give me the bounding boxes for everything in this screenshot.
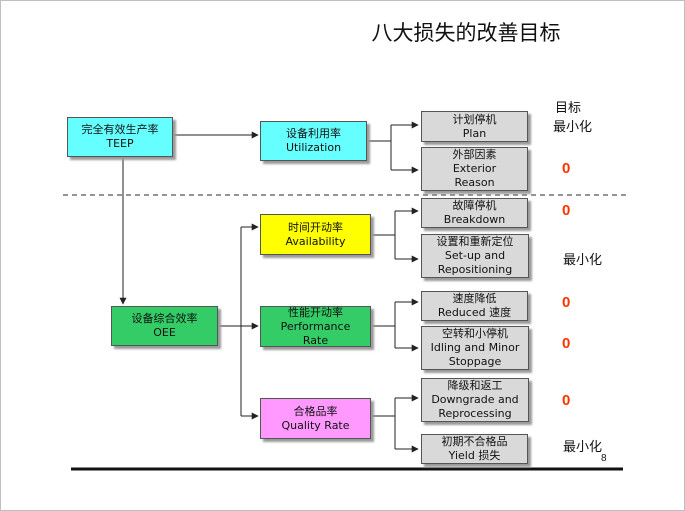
plan-loss-box: 计划停机 Plan bbox=[421, 111, 528, 142]
teep-box: 完全有效生产率 TEEP bbox=[67, 117, 173, 157]
oee-box: 设备综合效率 OEE bbox=[111, 306, 218, 346]
oee-en: OEE bbox=[153, 326, 176, 339]
target-setup: 最小化 bbox=[563, 253, 603, 268]
availability-box: 时间开动率 Availability bbox=[260, 214, 371, 255]
utilization-box: 设备利用率 Utilization bbox=[260, 121, 367, 161]
target-idling: 0 bbox=[562, 335, 571, 352]
utilization-cn: 设备利用率 bbox=[286, 127, 341, 140]
reduced-en: Reduced 速度 bbox=[437, 306, 512, 319]
target-yield: 最小化 bbox=[563, 440, 603, 455]
target-reduced: 0 bbox=[562, 294, 571, 311]
reduced-cn: 速度降低 bbox=[452, 292, 497, 305]
breakdown-loss-box: 故障停机 Breakdown bbox=[421, 198, 528, 228]
quality-box: 合格品率 Quality Rate bbox=[260, 398, 371, 439]
availability-en: Availability bbox=[285, 234, 346, 248]
reduced-speed-loss-box: 速度降低 Reduced 速度 bbox=[421, 291, 528, 321]
target-exterior: 0 bbox=[562, 160, 571, 177]
page-title: 八大损失的改善目标 bbox=[371, 21, 561, 45]
performance-en2: Rate bbox=[302, 333, 329, 347]
yield-en: Yield 损失 bbox=[448, 449, 501, 462]
idling-loss-box: 空转和小停机 Idling and Minor Stoppage bbox=[421, 326, 529, 370]
breakdown-cn: 故障停机 bbox=[452, 199, 497, 212]
plan-cn: 计划停机 bbox=[452, 112, 497, 126]
breakdown-en: Breakdown bbox=[443, 213, 506, 226]
utilization-en: Utilization bbox=[285, 141, 342, 154]
exterior-en1: Exterior bbox=[452, 162, 497, 175]
quality-cn: 合格品率 bbox=[293, 404, 338, 418]
performance-box: 性能开动率 Performance Rate bbox=[260, 306, 371, 347]
target-breakdown: 0 bbox=[562, 202, 571, 219]
exterior-en2: Reason bbox=[454, 176, 495, 189]
teep-cn: 完全有效生产率 bbox=[81, 123, 159, 136]
oee-cn: 设备综合效率 bbox=[131, 312, 198, 325]
setup-cn: 设置和重新定位 bbox=[436, 235, 514, 248]
performance-cn: 性能开动率 bbox=[288, 305, 343, 319]
idling-en2: Stoppage bbox=[448, 355, 502, 368]
performance-en1: Performance bbox=[280, 319, 351, 333]
setup-en1: Set-up and bbox=[444, 249, 506, 262]
page-number: 8 bbox=[601, 453, 607, 464]
setup-en2: Repositioning bbox=[437, 263, 513, 276]
quality-en: Quality Rate bbox=[281, 418, 350, 432]
teep-en: TEEP bbox=[106, 137, 134, 150]
target-header-2: 最小化 bbox=[553, 120, 593, 135]
setup-loss-box: 设置和重新定位 Set-up and Repositioning bbox=[421, 234, 529, 278]
idling-cn: 空转和小停机 bbox=[442, 327, 508, 340]
target-header-1: 目标 bbox=[555, 101, 582, 116]
exterior-cn: 外部因素 bbox=[452, 148, 497, 161]
yield-cn: 初期不合格品 bbox=[441, 435, 508, 448]
availability-cn: 时间开动率 bbox=[288, 220, 343, 234]
plan-en: Plan bbox=[462, 126, 487, 140]
downgrade-cn: 降级和返工 bbox=[447, 379, 503, 392]
exterior-loss-box: 外部因素 Exterior Reason bbox=[421, 147, 528, 191]
downgrade-en1: Downgrade and bbox=[431, 393, 519, 406]
yield-loss-box: 初期不合格品 Yield 损失 bbox=[421, 434, 528, 464]
downgrade-en2: Reprocessing bbox=[438, 407, 512, 420]
downgrade-loss-box: 降级和返工 Downgrade and Reprocessing bbox=[421, 378, 529, 422]
idling-en1: Idling and Minor bbox=[430, 341, 520, 354]
target-downgrade: 0 bbox=[562, 392, 571, 409]
